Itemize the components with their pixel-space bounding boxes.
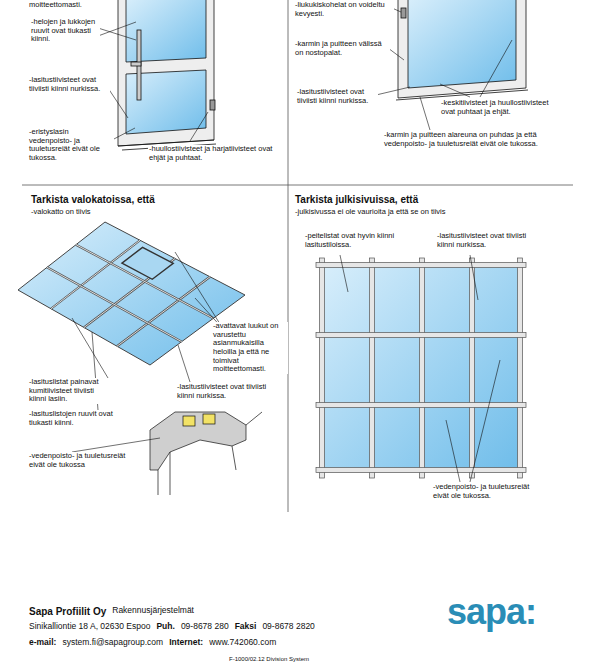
note-text: -lasituslistat painavat kumitiivisteet t… bbox=[28, 378, 110, 404]
note-text: -huullostiivisteet ja harjatiivisteet ov… bbox=[148, 145, 282, 162]
section-heading: Tarkista julkisivuissa, että bbox=[294, 194, 566, 206]
section-subheading: -valokatto on tiivis bbox=[30, 208, 282, 217]
note-text: moitteettomasti. bbox=[28, 1, 110, 10]
company-logo: sapa: bbox=[446, 594, 537, 630]
note-text: -eristyslasin vedenpoisto- ja tuuletusre… bbox=[28, 128, 114, 163]
contact-text: 09-8678 280 bbox=[180, 622, 230, 632]
contact-text: e-mail: bbox=[28, 638, 57, 648]
document-code: F-1000/02.12 Division System bbox=[228, 656, 310, 663]
note-text: -peitelistat ovat hyvin kiinni lasitusti… bbox=[304, 232, 410, 249]
contact-text: Puh. bbox=[155, 622, 175, 632]
note-text: -avattavat luukut on varustettu asianmuk… bbox=[212, 322, 288, 374]
skylight-drawing bbox=[18, 222, 245, 365]
contact-text: Sinikalliontie 18 A, 02630 Espoo bbox=[28, 622, 151, 632]
note-text: -vedenpoisto- ja tuuletusreiät eivät ole… bbox=[28, 452, 130, 469]
contact-text: Sapa Profiilit Oy bbox=[28, 606, 107, 618]
note-text: -lasitustiivisteet ovat tiiviisti kiinni… bbox=[436, 232, 530, 249]
section-heading: Tarkista valokatoissa, että bbox=[30, 194, 282, 206]
contact-text: Faksi bbox=[234, 622, 258, 632]
contact-text: Internet: bbox=[168, 638, 204, 648]
contact-text: 09-8678 2820 bbox=[261, 622, 315, 632]
note-text: -lasitustiivisteet ovat tiiviisti kiinni… bbox=[296, 88, 378, 105]
section-detail bbox=[150, 412, 262, 495]
window-drawing bbox=[396, 0, 528, 100]
note-text: -lasituslistojen ruuvit ovat tiukasti ki… bbox=[28, 410, 126, 427]
leader-line bbox=[340, 255, 500, 482]
note-text: -liukukiskohelat on voideltu kevyesti. bbox=[294, 1, 394, 18]
panel-divider bbox=[22, 185, 573, 186]
panel-divider bbox=[288, 0, 289, 512]
note-text: -karmin ja puitteen alareuna on puhdas j… bbox=[383, 131, 541, 148]
note-text: -lasitustiivisteet ovat tiiviisti kiinni… bbox=[28, 76, 110, 93]
note-text: -lasitustiivisteet ovat tiiviisti kiinni… bbox=[176, 383, 274, 400]
contact-text: system.fi@sapagroup.com bbox=[61, 638, 164, 648]
note-text: -helojen ja lukkojen ruuvit ovat tiukast… bbox=[30, 18, 100, 44]
note-text: -vedenpoisto- ja tuuletusreiät eivät ole… bbox=[432, 483, 546, 500]
door-drawing bbox=[118, 0, 216, 150]
section-subheading: -julkisivussa ei ole vaurioita ja että s… bbox=[294, 208, 566, 217]
note-text: -keskitiivisteet ja huullostiivisteet ov… bbox=[440, 99, 554, 116]
note-text: -karmin ja puitteen välissä on nostopala… bbox=[294, 40, 390, 57]
leader-line bbox=[98, 8, 512, 141]
contact-text: www.742060.com bbox=[208, 638, 277, 648]
contact-text: Rakennusjärjestelmät bbox=[111, 606, 195, 616]
